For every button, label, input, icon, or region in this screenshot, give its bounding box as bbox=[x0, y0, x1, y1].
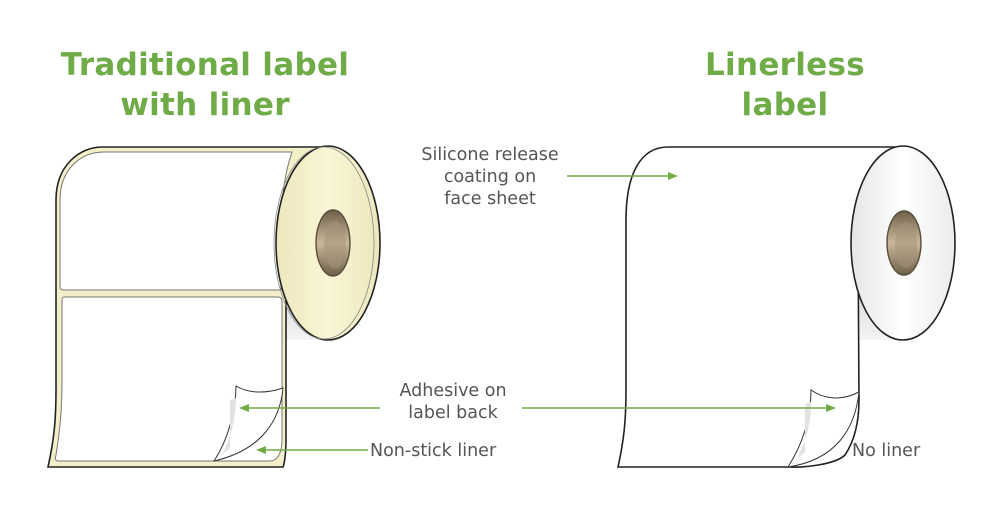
silicone-callout: Silicone release coating on face sheet bbox=[410, 144, 570, 210]
silicone-line1: Silicone release bbox=[421, 145, 559, 165]
callout-arrows bbox=[239, 172, 836, 454]
peeled-corner bbox=[212, 385, 284, 462]
no-liner-callout: No liner bbox=[852, 441, 921, 461]
adhesive-line2: label back bbox=[408, 403, 498, 423]
liner-callout: Non-stick liner bbox=[370, 441, 497, 461]
left-title-line2: with liner bbox=[120, 87, 290, 123]
left-title: Traditional label with liner bbox=[40, 45, 370, 125]
right-title: Linerless label bbox=[680, 45, 890, 125]
silicone-line2: coating on bbox=[443, 167, 537, 187]
peeled-corner-shadow bbox=[222, 398, 236, 455]
label-top bbox=[59, 151, 293, 291]
linerless-roll bbox=[617, 145, 956, 468]
traditional-roll bbox=[47, 145, 381, 468]
silicone-line3: face sheet bbox=[444, 189, 536, 209]
right-title-line1: Linerless bbox=[704, 47, 866, 83]
adhesive-line1: Adhesive on bbox=[399, 381, 507, 401]
peeled-corner-right bbox=[786, 389, 860, 468]
left-title-line1: Traditional label bbox=[60, 47, 350, 83]
adhesive-callout: Adhesive on label back bbox=[378, 380, 528, 424]
label-bottom bbox=[54, 296, 283, 462]
right-title-line2: label bbox=[741, 87, 829, 123]
